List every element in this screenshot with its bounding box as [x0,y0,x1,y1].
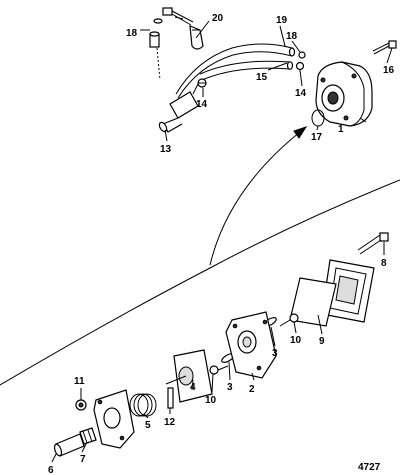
callout-18-left: 18 [126,28,138,39]
callout-11: 11 [74,376,85,387]
callout-14-right: 14 [295,88,307,99]
callout-16: 16 [383,65,395,76]
callout-3-lower: 3 [227,382,233,393]
callout-leaders [51,16,393,463]
callout-3-upper: 3 [272,348,278,359]
screw-10-left [209,365,229,375]
spring-5 [129,393,157,417]
screw-10-right [279,313,299,327]
callout-20: 20 [212,13,224,24]
bolt-20 [153,7,194,26]
pump-body-2 [225,311,277,379]
callout-10-left: 10 [205,395,217,406]
figure-number: 4727 [358,462,381,473]
callout-9: 9 [319,336,325,347]
plunger-6 [53,433,85,457]
fitting-18-left [149,31,161,81]
filter-13 [158,81,200,133]
callout-12: 12 [164,417,176,428]
pump-base [93,389,135,449]
callout-19: 19 [276,15,288,26]
clip-14-left [197,78,207,88]
callout-1: 1 [338,124,344,135]
pump-1 [315,61,373,127]
diaphragm-4 [165,349,213,403]
cover-plate [321,259,375,323]
callout-2: 2 [249,384,255,395]
fitting-18-right [298,51,306,59]
hose-19 [199,60,294,81]
callout-10-right: 10 [290,335,302,346]
nut-11 [75,399,87,411]
spring-7 [79,427,97,445]
callout-6: 6 [48,465,54,475]
callout-4: 4 [190,382,196,393]
pin-12 [167,387,174,409]
callout-5: 5 [145,420,151,431]
bolt-16 [372,40,397,55]
gasket-9 [289,277,337,327]
callout-15: 15 [256,72,268,83]
reference-arrow [209,126,308,266]
callout-13: 13 [160,144,172,155]
hose-15 [175,43,296,99]
callout-7: 7 [80,454,86,465]
callout-14-left: 14 [196,99,208,110]
clip-14-right [295,61,305,71]
callout-17: 17 [311,132,323,143]
callout-8: 8 [381,258,387,269]
oring-17 [311,109,325,127]
callout-18-right: 18 [286,31,298,42]
section-divider [0,179,400,386]
bolt-8 [357,232,389,255]
